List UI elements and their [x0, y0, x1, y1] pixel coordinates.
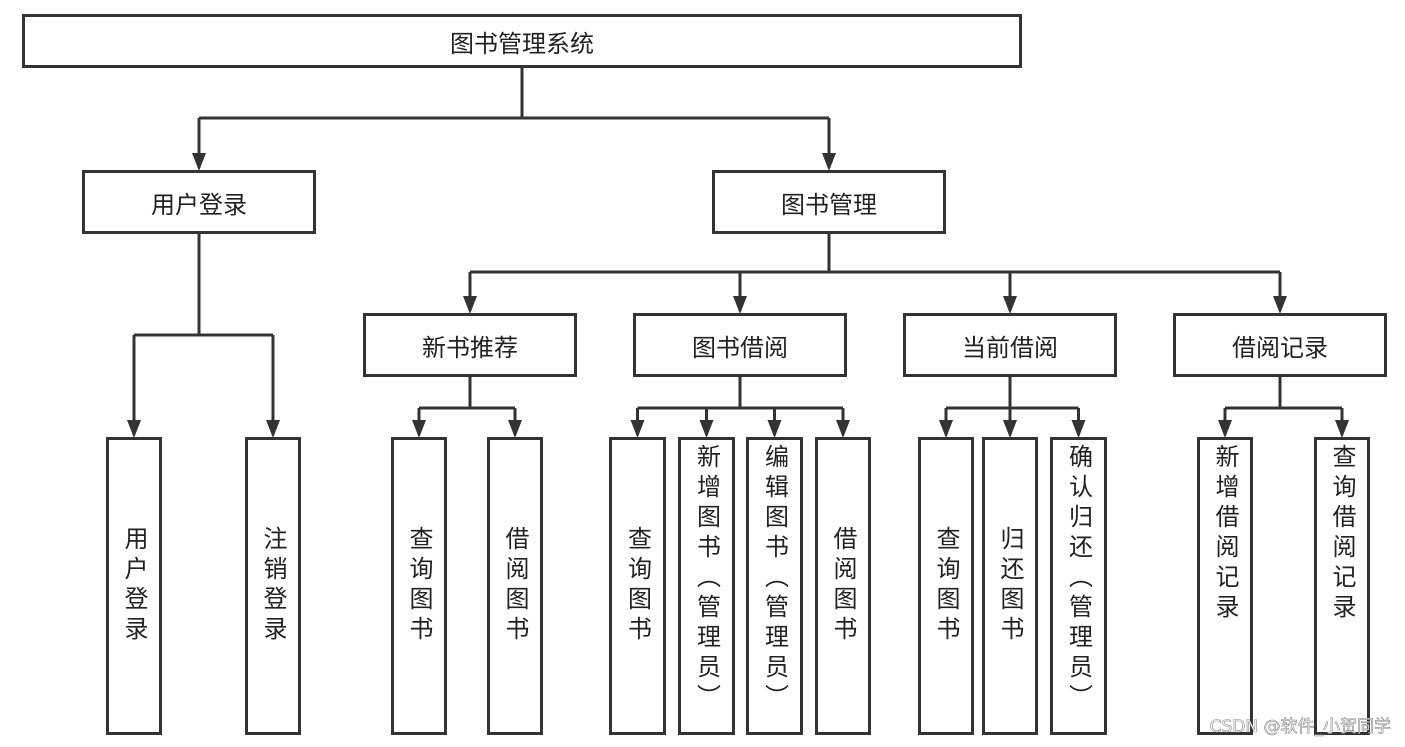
arrow-icon	[767, 420, 782, 438]
arrow-icon	[733, 296, 747, 314]
arrow-icon	[1003, 296, 1017, 314]
leaf-node-r2: 借阅图书	[487, 437, 543, 735]
arrow-icon	[822, 153, 836, 171]
node-label: 查询借阅记录	[1328, 444, 1356, 624]
node-label: 查询图书	[623, 526, 652, 646]
arrow-icon	[1071, 420, 1086, 438]
node-label: 用户登录	[120, 526, 148, 646]
node-label: 编辑图书（管理员）	[760, 444, 789, 714]
node-label: 查询图书	[405, 526, 433, 646]
leaf-node-l2: 注销登录	[245, 437, 301, 735]
arrow-icon	[127, 420, 141, 438]
arrow-icon	[192, 153, 206, 171]
arrow-icon	[939, 420, 953, 438]
level2-node-borrow: 图书借阅	[633, 313, 847, 377]
node-label: 新书推荐	[422, 333, 518, 362]
leaf-node-b1: 查询图书	[609, 437, 666, 735]
level2-node-records: 借阅记录	[1173, 313, 1387, 377]
node-label: 用户登录	[151, 190, 247, 219]
arrow-icon	[1003, 420, 1017, 438]
arrow-icon	[1335, 420, 1349, 438]
node-label: 图书管理系统	[450, 29, 594, 58]
node-label: 借阅图书	[501, 526, 529, 646]
node-label: 确认归还（管理员）	[1064, 444, 1093, 714]
node-label: 当前借阅	[962, 333, 1058, 362]
leaf-node-b3: 编辑图书（管理员）	[746, 437, 803, 735]
level2-node-rec: 新书推荐	[363, 313, 577, 377]
level1-node-login: 用户登录	[82, 170, 316, 234]
arrow-icon	[266, 420, 280, 438]
root-node-root: 图书管理系统	[22, 14, 1022, 68]
arrow-icon	[463, 296, 477, 314]
level2-node-current: 当前借阅	[903, 313, 1117, 377]
arrow-icon	[699, 420, 714, 438]
leaf-node-h2: 查询借阅记录	[1314, 437, 1370, 735]
arrow-icon	[412, 420, 426, 438]
node-label: 新增借阅记录	[1211, 444, 1239, 624]
node-label: 新增图书（管理员）	[692, 444, 721, 714]
leaf-node-b4: 借阅图书	[815, 437, 871, 735]
node-label: 借阅记录	[1232, 333, 1328, 362]
leaf-node-b2: 新增图书（管理员）	[678, 437, 735, 735]
node-label: 借阅图书	[829, 526, 857, 646]
arrow-icon	[1273, 296, 1287, 314]
leaf-node-l1: 用户登录	[106, 437, 162, 735]
arrow-icon	[1218, 420, 1232, 438]
leaf-node-h1: 新增借阅记录	[1197, 437, 1253, 735]
level1-node-mgmt: 图书管理	[712, 170, 946, 234]
arrow-icon	[630, 420, 645, 438]
watermark: CSDN @软件_小贺同学	[1209, 717, 1391, 738]
arrow-icon	[508, 420, 522, 438]
node-label: 归还图书	[996, 526, 1024, 646]
leaf-node-r1: 查询图书	[391, 437, 447, 735]
node-label: 图书管理	[781, 190, 877, 219]
leaf-node-c2: 归还图书	[982, 437, 1038, 735]
leaf-node-c1: 查询图书	[918, 437, 974, 735]
leaf-node-c3: 确认归还（管理员）	[1050, 437, 1107, 735]
node-label: 查询图书	[932, 526, 960, 646]
arrow-icon	[836, 420, 850, 438]
node-label: 图书借阅	[692, 333, 788, 362]
node-label: 注销登录	[259, 526, 287, 646]
